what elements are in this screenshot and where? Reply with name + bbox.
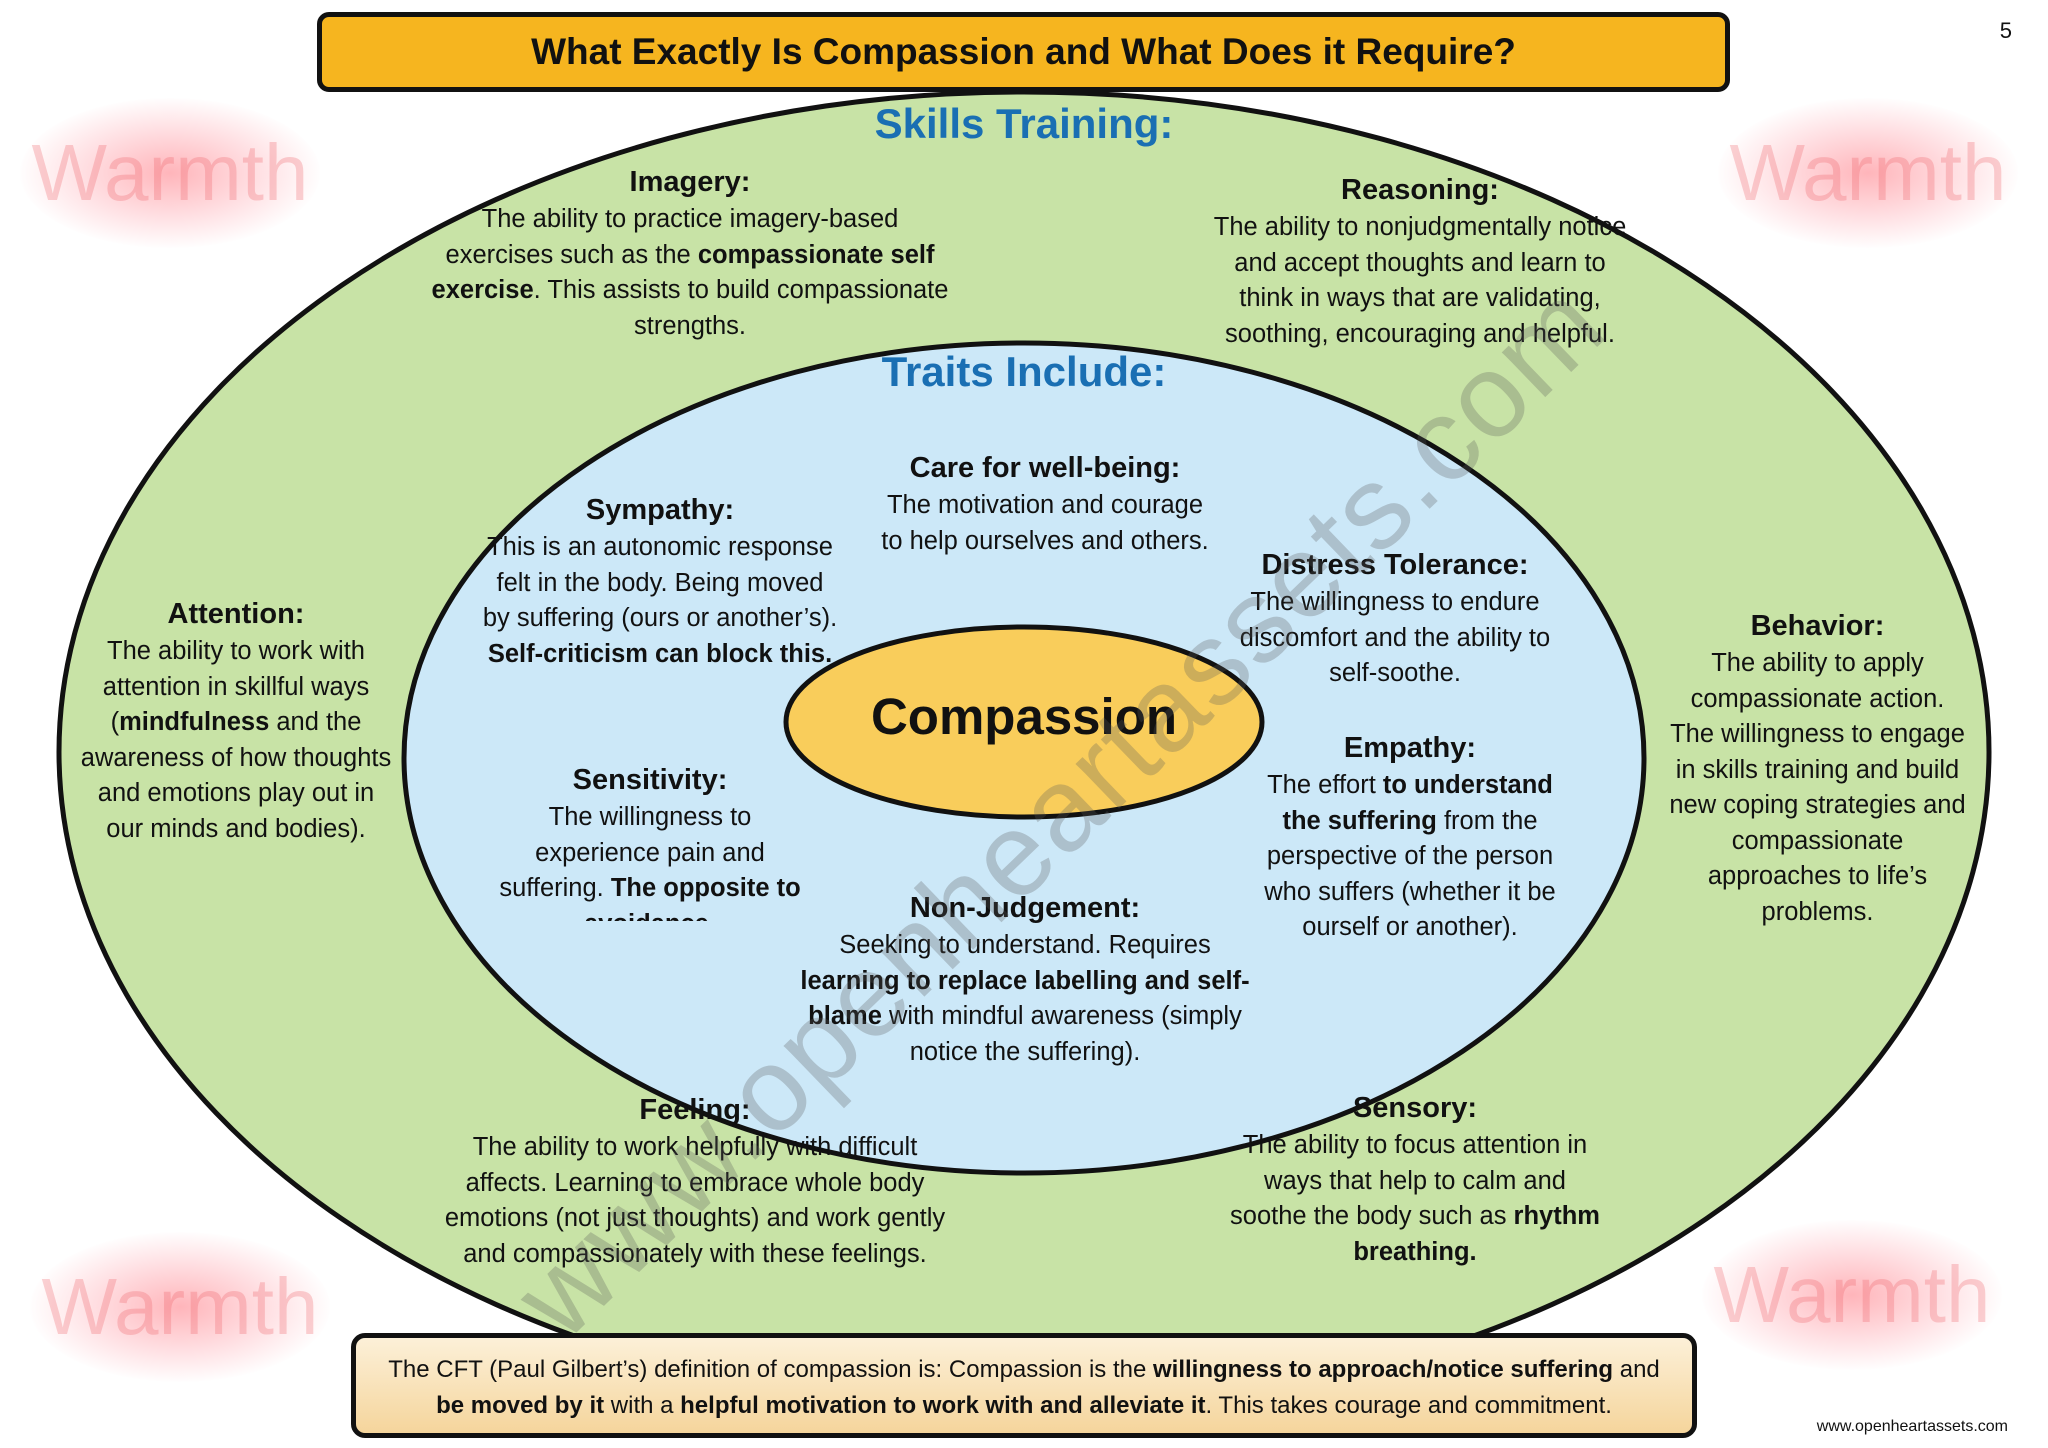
distress-tolerance-block: Distress Tolerance: The willingness to e… [1210, 545, 1580, 692]
compassion-core-label: Compassion [870, 688, 1178, 745]
non-judgement-block: Non-Judgement: Seeking to understand. Re… [760, 888, 1290, 1070]
care-heading: Care for well-being: [909, 452, 1181, 484]
empathy-heading: Empathy: [1343, 732, 1477, 764]
sympathy-heading: Sympathy: [585, 494, 735, 526]
reasoning-block: Reasoning: The ability to nonjudgmentall… [1160, 170, 1680, 352]
distress-tolerance-heading: Distress Tolerance: [1261, 549, 1529, 581]
imagery-block: Imagery: The ability to practice imagery… [380, 162, 1000, 344]
empathy-block: Empathy: The effort to understand the su… [1230, 728, 1590, 946]
warmth-decoration: Warmth [1702, 1220, 2002, 1370]
page-title: What Exactly Is Compassion and What Does… [317, 12, 1730, 92]
footer-url: www.openheartassets.com [1816, 1418, 2008, 1435]
attention-block: Attention: The ability to work with atte… [62, 594, 410, 847]
attention-heading: Attention: [167, 598, 305, 630]
definition-footer: The CFT (Paul Gilbert’s) definition of c… [351, 1333, 1697, 1438]
sensory-block: Sensory: The ability to focus attention … [1180, 1088, 1650, 1270]
warmth-decoration: Warmth [1718, 98, 2018, 248]
traits-include-title: Traits Include: [881, 348, 1167, 395]
sensitivity-block: Sensitivity: The willingness to experien… [470, 760, 830, 921]
reasoning-heading: Reasoning: [1341, 174, 1499, 206]
non-judgement-heading: Non-Judgement: [909, 892, 1141, 924]
feeling-heading: Feeling: [639, 1094, 751, 1126]
behavior-heading: Behavior: [1750, 610, 1885, 642]
core-ellipse [783, 624, 1265, 820]
behavior-block: Behavior: The ability to apply compassio… [1650, 606, 1985, 930]
sensory-heading: Sensory: [1352, 1092, 1478, 1124]
warmth-decoration: Warmth [20, 98, 320, 248]
page-number: 5 [1999, 18, 2012, 43]
sensitivity-heading: Sensitivity: [572, 764, 728, 796]
feeling-block: Feeling: The ability to work helpfully w… [395, 1090, 995, 1272]
sympathy-block: Sympathy: This is an autonomic response … [460, 490, 860, 672]
skills-training-title: Skills Training: [874, 100, 1174, 147]
care-block: Care for well-being: The motivation and … [850, 448, 1240, 559]
imagery-heading: Imagery: [629, 166, 751, 198]
warmth-decoration: Warmth [30, 1232, 330, 1382]
